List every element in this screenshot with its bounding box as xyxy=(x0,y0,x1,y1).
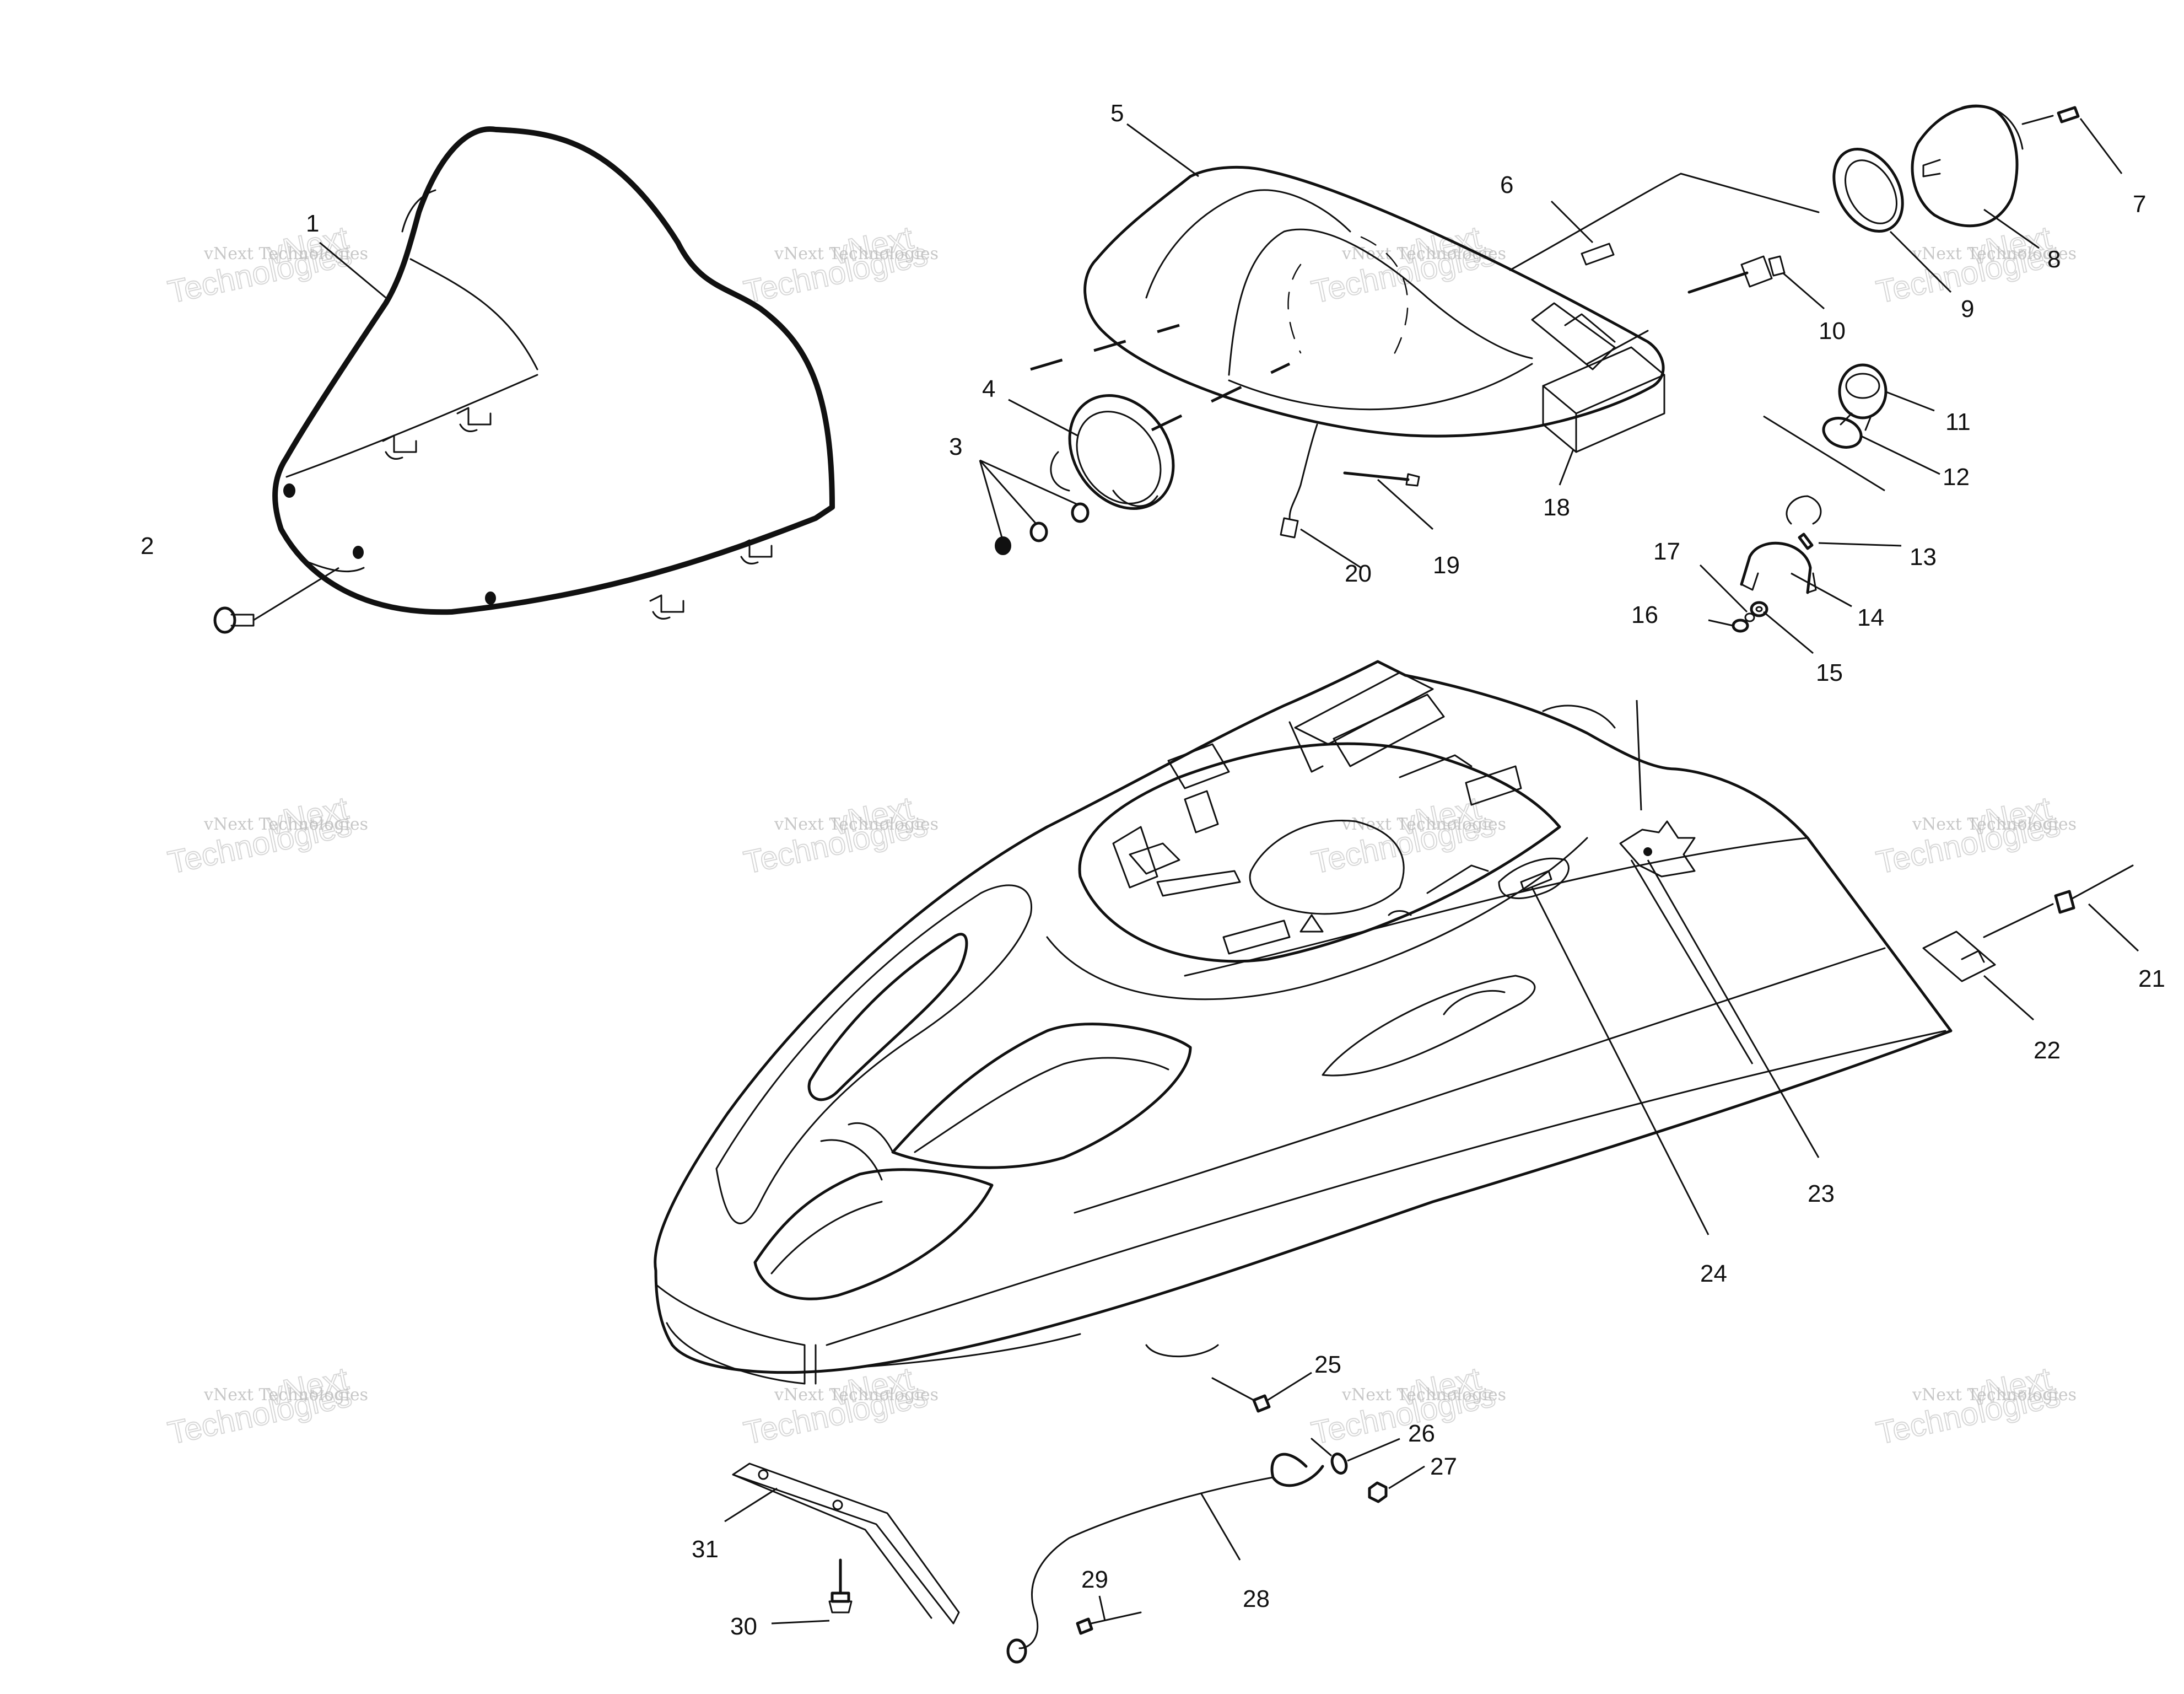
foam-block xyxy=(1542,346,1665,486)
callout-13: 13 xyxy=(1910,544,1937,571)
callout-10: 10 xyxy=(1819,318,1846,345)
indicator-housing xyxy=(1838,363,1935,431)
svg-text:vNext Technologies: vNext Technologies xyxy=(1912,1385,2077,1405)
watermark: vNext Technologies Technologies vNext xyxy=(740,1360,939,1451)
callout-20: 20 xyxy=(1345,560,1372,587)
callout-5: 5 xyxy=(1110,100,1124,127)
callout-22: 22 xyxy=(2034,1037,2061,1064)
watermark: vNext Technologies Technologies vNext xyxy=(740,789,939,881)
svg-text:vNext Technologies: vNext Technologies xyxy=(1341,1385,1506,1405)
callout-4: 4 xyxy=(982,375,995,402)
gauge xyxy=(1911,104,2040,249)
callout-29: 29 xyxy=(1081,1566,1108,1593)
watermark: vNext Technologies Technologies vNext xyxy=(740,219,939,310)
watermark: vNext Technologies Technologies vNext xyxy=(164,1360,368,1451)
callout-9: 9 xyxy=(1961,295,1974,322)
small-washer xyxy=(1708,619,1749,633)
callout-8: 8 xyxy=(2047,246,2061,273)
hood xyxy=(654,660,1953,1385)
bracket xyxy=(1740,541,1852,607)
watermarks: vNext Technologies Technologies vNext vN… xyxy=(164,219,2077,1451)
watermark: vNext Technologies Technologies vNext xyxy=(164,789,368,881)
mount-plate xyxy=(1922,931,2034,1021)
callout-24: 24 xyxy=(1700,1260,1727,1287)
svg-text:vNext Technologies: vNext Technologies xyxy=(774,815,939,834)
callout-28: 28 xyxy=(1243,1585,1270,1612)
cable-rivet xyxy=(1983,864,2139,952)
bolt xyxy=(771,1558,853,1625)
dash-panel xyxy=(1083,165,1665,438)
lock-washer xyxy=(1699,564,1755,622)
callout-16: 16 xyxy=(1631,601,1658,628)
headlight-ring xyxy=(1050,394,1175,510)
bulb xyxy=(2021,106,2123,174)
skid-plate xyxy=(724,1462,960,1625)
washer-nut xyxy=(1750,601,1814,654)
push-rivet xyxy=(213,567,339,634)
callout-15: 15 xyxy=(1816,659,1843,686)
callout-14: 14 xyxy=(1857,604,1884,631)
callout-25: 25 xyxy=(1314,1351,1341,1378)
callouts: 1 2 3 4 5 6 7 8 9 10 11 12 13 14 15 16 1… xyxy=(141,100,2165,1640)
callout-30: 30 xyxy=(730,1613,757,1640)
leader-1 xyxy=(319,241,386,299)
o-ring xyxy=(1822,417,1940,475)
svg-text:vNext Technologies: vNext Technologies xyxy=(203,1385,368,1405)
svg-text:vNext Technologies: vNext Technologies xyxy=(1912,815,2077,834)
leader-5 xyxy=(1126,123,1199,178)
guide-line xyxy=(1763,415,1885,492)
assembly-lines xyxy=(1030,324,1291,432)
callout-27: 27 xyxy=(1430,1453,1457,1480)
watermark: vNext Technologies Technologies vNext xyxy=(164,219,368,310)
leader-4 xyxy=(1008,399,1078,437)
windshield xyxy=(272,126,835,620)
small-bulb xyxy=(1786,495,1902,550)
tether-cable xyxy=(1006,1453,1324,1664)
long-screw xyxy=(1343,471,1434,530)
ring-clip xyxy=(1311,1438,1400,1475)
callout-26: 26 xyxy=(1408,1420,1435,1447)
callout-19: 19 xyxy=(1433,552,1460,579)
fasteners-set xyxy=(979,459,1090,555)
callout-21: 21 xyxy=(2138,965,2165,992)
svg-text:vNext Technologies: vNext Technologies xyxy=(774,1385,939,1405)
callout-12: 12 xyxy=(1943,464,1970,491)
callout-6: 6 xyxy=(1500,171,1513,198)
callout-23: 23 xyxy=(1808,1180,1835,1207)
toggle-switch xyxy=(1687,255,1825,310)
callout-7: 7 xyxy=(2133,191,2146,218)
tether-screw xyxy=(1076,1595,1142,1635)
callout-17: 17 xyxy=(1653,538,1680,565)
wire-harness xyxy=(1280,423,1362,569)
callout-18: 18 xyxy=(1543,494,1570,521)
callout-3: 3 xyxy=(949,433,962,460)
callout-11: 11 xyxy=(1945,408,1971,435)
callout-31: 31 xyxy=(692,1536,719,1563)
watermark: vNext Technologies Technologies vNext xyxy=(1308,219,1506,310)
watermark: vNext Technologies Technologies vNext xyxy=(1873,789,2077,881)
svg-text:vNext Technologies: vNext Technologies xyxy=(203,815,368,834)
gauge-seal xyxy=(1832,147,1952,293)
svg-text:vNext Technologies: vNext Technologies xyxy=(1341,815,1506,834)
clip xyxy=(1211,1372,1312,1413)
callout-2: 2 xyxy=(141,533,154,560)
nut xyxy=(1368,1465,1425,1503)
watermark: vNext Technologies Technologies vNext xyxy=(1873,1360,2077,1451)
watermark: vNext Technologies Technologies vNext xyxy=(1873,219,2077,310)
connector xyxy=(1509,173,1820,271)
svg-text:vNext Technologies: vNext Technologies xyxy=(1912,244,2077,263)
callout-1: 1 xyxy=(306,210,319,237)
svg-text:vNext Technologies: vNext Technologies xyxy=(774,244,939,263)
